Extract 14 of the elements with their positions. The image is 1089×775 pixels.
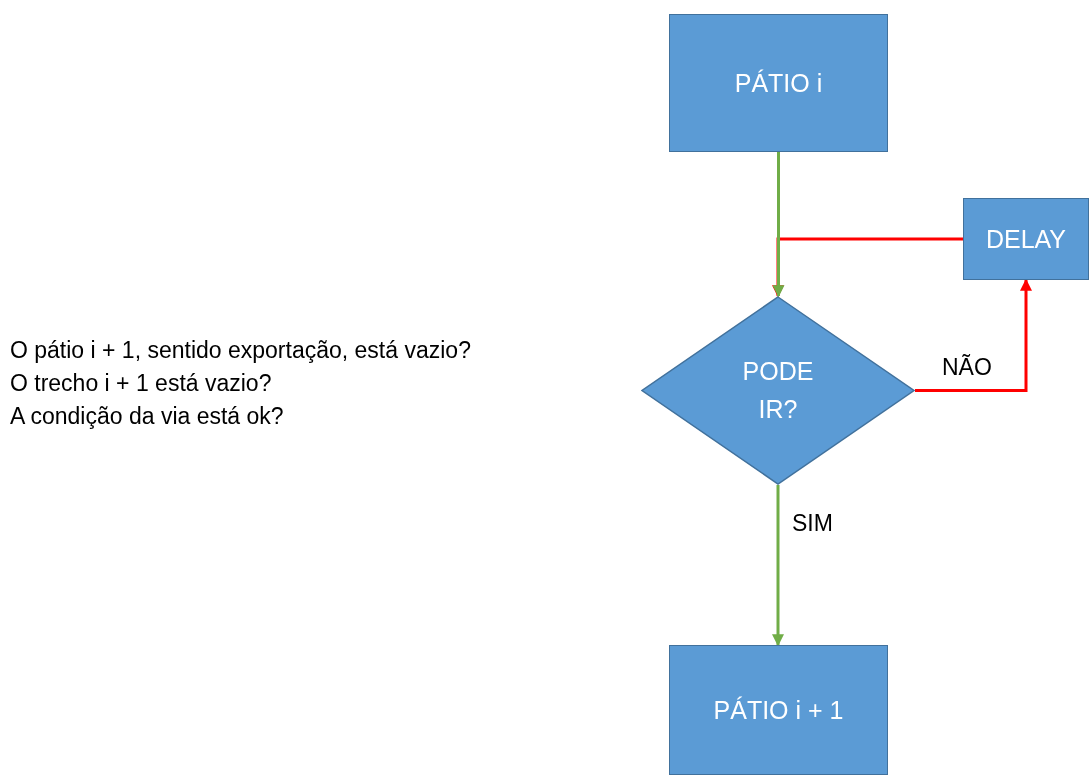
node-text: PODE IR? [741,356,815,425]
arrow [772,152,785,298]
decision-diamond [641,296,915,485]
process-box [669,645,888,775]
arrow [772,485,784,647]
node-text: PÁTIO i + 1 [713,695,844,725]
process-box [963,198,1089,280]
question-text: O pátio i + 1, sentido exportação, está vazio? [10,337,471,364]
node-text: DELAY [985,224,1067,254]
node-text: PÁTIO i [734,68,823,98]
question-text: O trecho i + 1 está vazio? [10,370,272,397]
question-text: A condição da via está ok? [10,403,284,430]
process-box [669,14,888,152]
arrow [915,278,1032,392]
